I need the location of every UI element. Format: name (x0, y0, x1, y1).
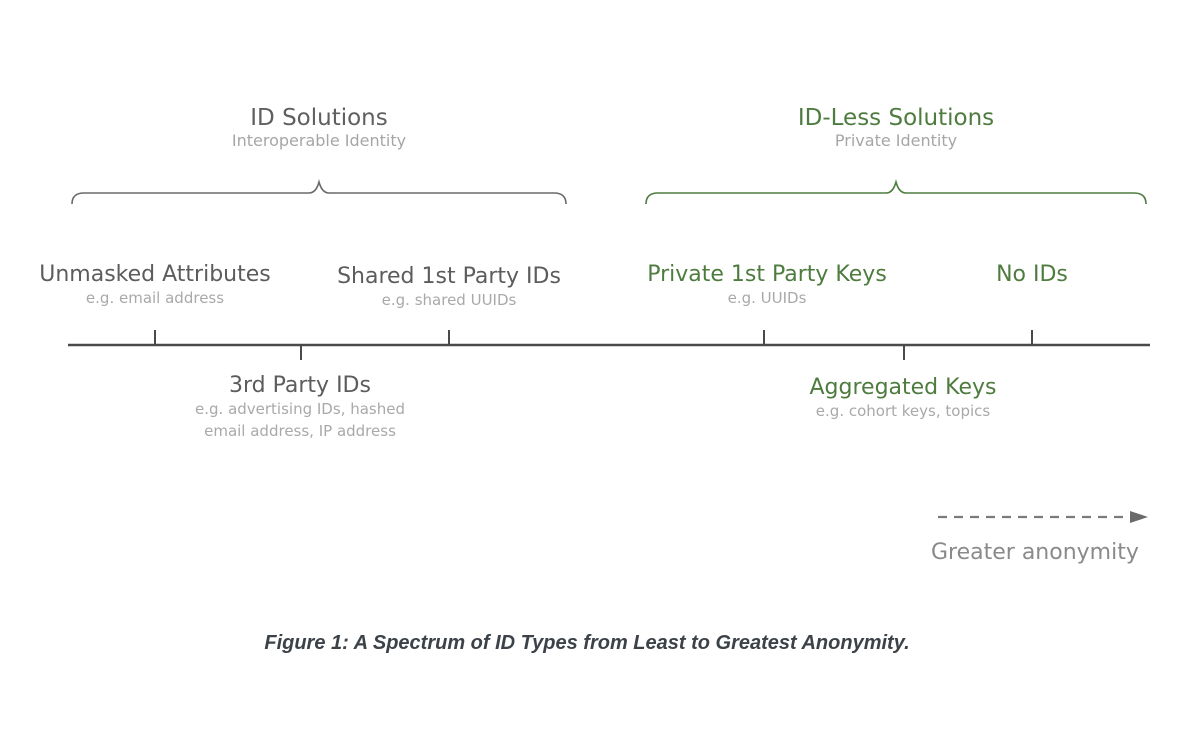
item-label: No IDs (996, 262, 1068, 287)
item-example: e.g. UUIDs (727, 289, 807, 307)
figure-caption: Figure 1: A Spectrum of ID Types from Le… (264, 632, 910, 654)
id-solutions-subtitle: Interoperable Identity (231, 131, 407, 150)
id-less-solutions-subtitle: Private Identity (834, 131, 958, 150)
item-label: Unmasked Attributes (39, 262, 271, 287)
item-label: Private 1st Party Keys (647, 262, 887, 287)
item-private-1st-party-keys: Private 1st Party Keys e.g. UUIDs (647, 262, 887, 309)
item-example-line-1: e.g. advertising IDs, hashed (195, 400, 405, 418)
item-example: e.g. shared UUIDs (381, 291, 517, 309)
item-example: e.g. email address (85, 289, 225, 307)
item-no-ids: No IDs (996, 262, 1068, 287)
item-label: Shared 1st Party IDs (337, 264, 561, 289)
item-aggregated-keys: Aggregated Keys e.g. cohort keys, topics (810, 375, 997, 422)
item-label: 3rd Party IDs (229, 373, 371, 398)
item-shared-1st-party-ids: Shared 1st Party IDs e.g. shared UUIDs (337, 264, 561, 311)
id-solutions-header: ID Solutions Interoperable Identity (232, 105, 406, 150)
item-3rd-party-ids: 3rd Party IDs e.g. advertising IDs, hash… (195, 373, 405, 442)
id-less-solutions-brace (645, 178, 1147, 205)
item-example: e.g. cohort keys, topics (815, 402, 991, 420)
item-label: Aggregated Keys (809, 375, 997, 400)
arrow-right-icon (1130, 511, 1148, 523)
id-solutions-brace (71, 178, 567, 205)
id-solutions-title: ID Solutions (250, 105, 388, 131)
id-less-solutions-header: ID-Less Solutions Private Identity (798, 105, 994, 150)
item-unmasked-attributes: Unmasked Attributes e.g. email address (39, 262, 270, 309)
id-less-solutions-title: ID-Less Solutions (797, 105, 995, 131)
legend-label: Greater anonymity (931, 540, 1139, 565)
item-example-line-2: email address, IP address (204, 422, 396, 440)
